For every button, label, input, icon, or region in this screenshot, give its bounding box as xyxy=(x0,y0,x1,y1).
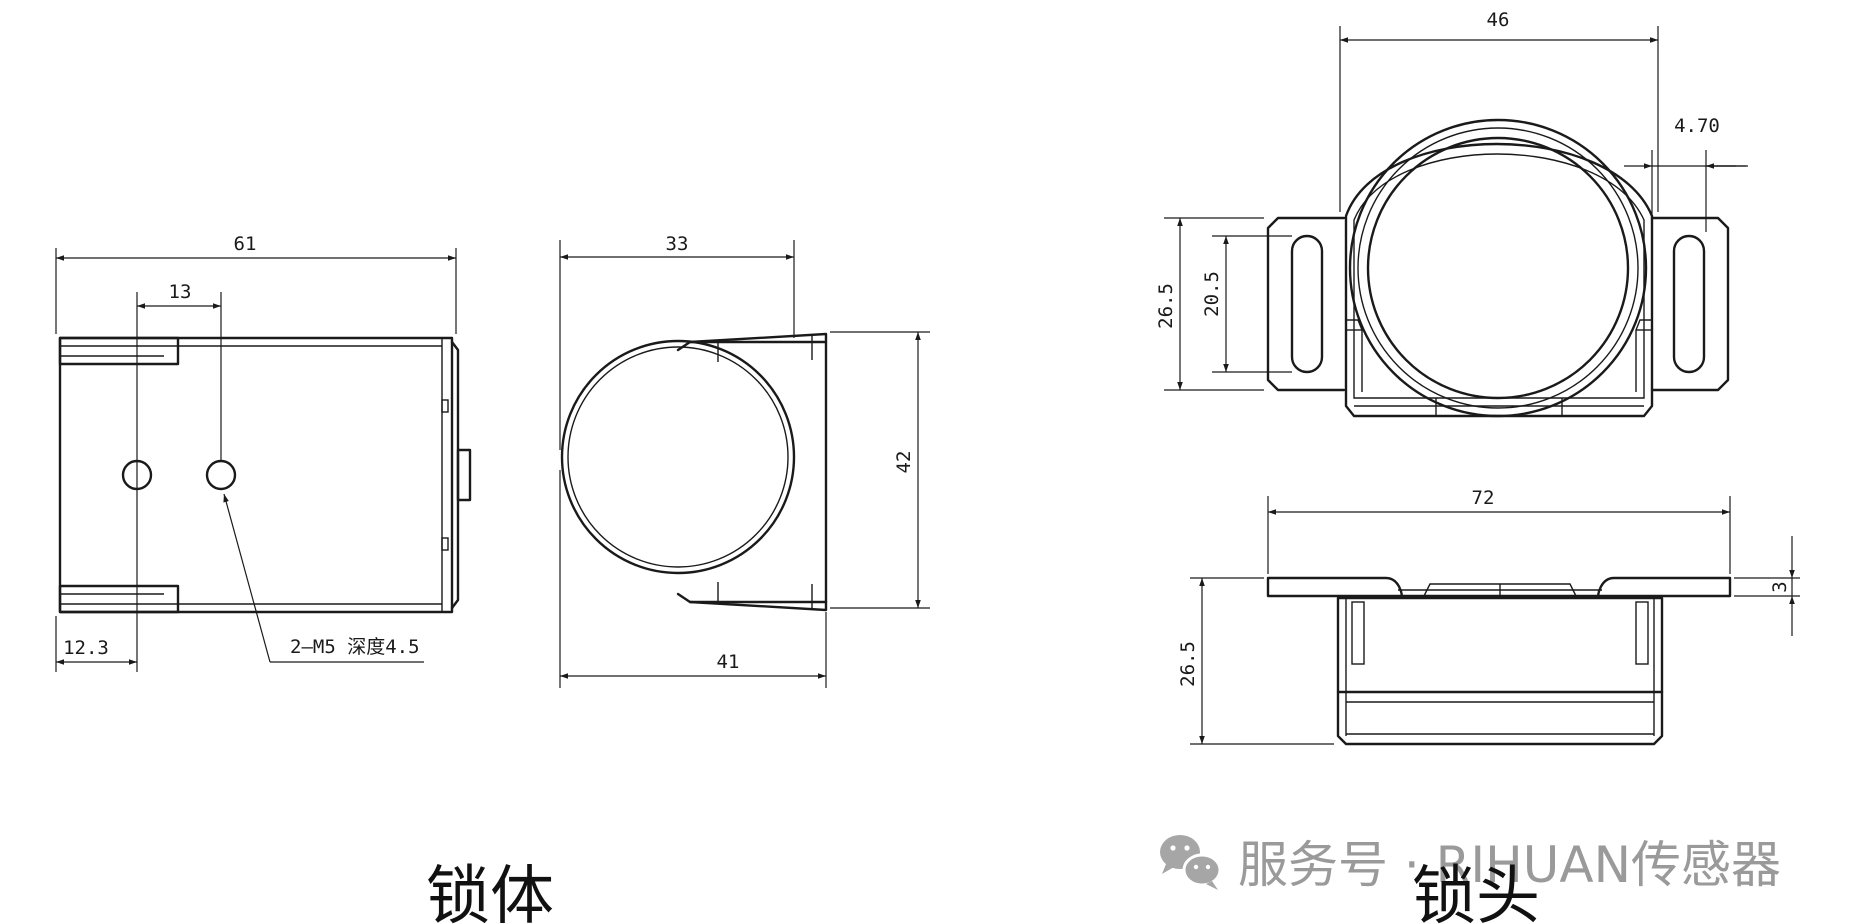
dim-4-70: 4.70 xyxy=(1674,115,1720,137)
dim-12-3: 12.3 xyxy=(63,637,109,659)
dim-26-5-top: 26.5 xyxy=(1155,283,1177,329)
hole-note: 2—M5 深度4.5 xyxy=(290,636,420,658)
dim-42: 42 xyxy=(893,451,915,474)
lock-head-title: 锁头 xyxy=(1412,860,1540,924)
dim-20-5: 20.5 xyxy=(1201,271,1223,317)
dim-41: 41 xyxy=(717,651,740,673)
dim-26-5-side: 26.5 xyxy=(1177,641,1199,687)
dim-13: 13 xyxy=(169,281,192,303)
watermark-text: 服务号 · RIHUAN传感器 xyxy=(1238,836,1781,894)
dim-3: 3 xyxy=(1769,581,1791,592)
lock-head-top-view: 46 4.70 26.5 20.5 xyxy=(1155,9,1748,418)
lock-head-side-view: 72 3 26.5 xyxy=(1177,487,1800,746)
wechat-icon xyxy=(1160,835,1222,890)
dim-33: 33 xyxy=(666,233,689,255)
lock-body-title: 锁体 xyxy=(426,860,554,924)
dim-61: 61 xyxy=(234,233,257,255)
watermark: 服务号 · RIHUAN传感器 xyxy=(1160,835,1781,894)
lock-body-side-view: 33 41 42 xyxy=(559,233,930,688)
lock-body-front-view: 61 13 12.3 2—M5 深度4.5 xyxy=(55,233,472,672)
dim-72: 72 xyxy=(1472,487,1495,509)
dim-46: 46 xyxy=(1487,9,1510,31)
